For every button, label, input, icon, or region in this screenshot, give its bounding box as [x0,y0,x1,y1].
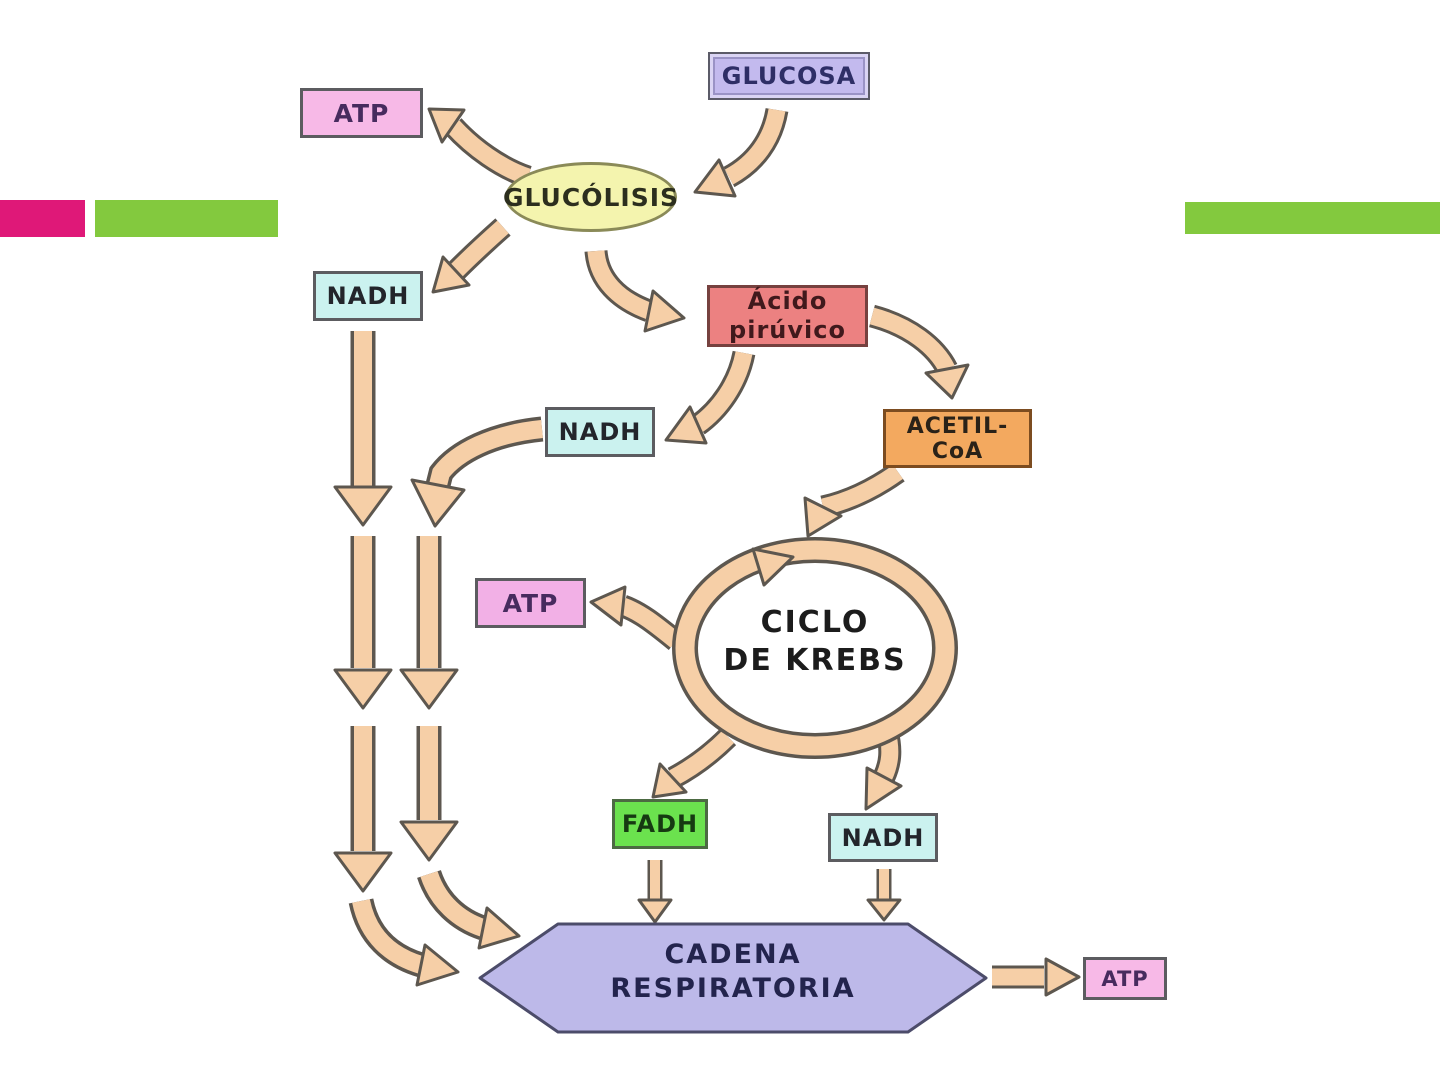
arrow-fadh-to-cadena [637,860,673,924]
glucosa-node: GLUCOSA [708,52,870,100]
arrow-krebs-to-atp-head [589,585,627,627]
acetil-coa-label: ACETIL-CoA [906,413,1009,464]
decor-bar-green-right [1185,202,1440,234]
nadh-krebs-node: NADH [828,813,938,862]
fadh-label: FADH [621,810,699,838]
arrow-krebs-to-nadh-head [864,766,903,811]
arrow-acido-piruvico-to-acetil-coa [868,304,970,400]
arrow-glucosa-to-glucolisis [693,107,789,198]
fadh-node: FADH [612,799,708,849]
nadh-pyruvate-label: NADH [558,418,642,446]
atp-krebs-label: ATP [502,588,559,618]
krebs-ring-arrowhead [751,547,795,587]
nadh-krebs-label: NADH [841,823,925,852]
glucolisis-label: GLUCÓLISIS [503,182,680,212]
acetil-coa-node: ACETIL-CoA [883,409,1032,468]
cadena-respiratoria-hexagon [478,922,988,1034]
atp-final-label: ATP [1101,966,1149,991]
arrow-column-right-to-cadena [417,869,521,950]
glucolisis-ellipse: GLUCÓLISIS [503,162,680,232]
atp-glycolysis-node: ATP [300,88,423,138]
arrow-nadh-column-1a [333,331,393,527]
arrow-column-right-2 [399,536,459,710]
krebs-cycle-ring [672,537,958,759]
arrow-nadh2-curve-down [410,416,544,528]
decor-bar-green-left [95,200,278,237]
arrow-krebs-to-fadh-head [651,762,688,799]
arrow-column-right-3 [399,726,459,862]
arrow-column-left-2 [333,536,393,710]
cadena-respiratoria-title: CADENA RESPIRATORIA [610,939,856,1004]
atp-glycolysis-label: ATP [333,98,390,128]
arrow-nadh-to-cadena [866,869,902,922]
atp-final-node: ATP [1083,957,1167,1000]
arrow-glucolisis-to-nadh [431,218,511,294]
nadh-pyruvate-node: NADH [545,407,655,457]
arrow-acido-piruvico-to-nadh [664,350,756,445]
acido-piruvico-label: Ácido pirúvico [729,287,846,344]
nadh-glycolysis-node: NADH [313,271,423,321]
krebs-cycle-title: CICLO DE KREBS [723,605,907,678]
arrow-column-left-3 [333,726,393,893]
glucosa-label: GLUCOSA [721,62,857,90]
arrow-glucolisis-to-atp [427,107,532,188]
arrow-glucolisis-to-acido-piruvico [584,249,686,333]
arrow-column-left-to-cadena [348,898,460,987]
acido-piruvico-node: Ácido pirúvico [707,285,868,347]
nadh-glycolysis-label: NADH [326,282,410,310]
arrow-krebs-to-fadh [667,728,737,789]
arrow-cadena-to-atp [992,957,1081,997]
arrow-acetil-coa-to-krebs [803,462,905,538]
atp-krebs-node: ATP [475,578,586,628]
decor-bar-pink [0,200,85,237]
arrow-krebs-to-atp [618,595,684,650]
